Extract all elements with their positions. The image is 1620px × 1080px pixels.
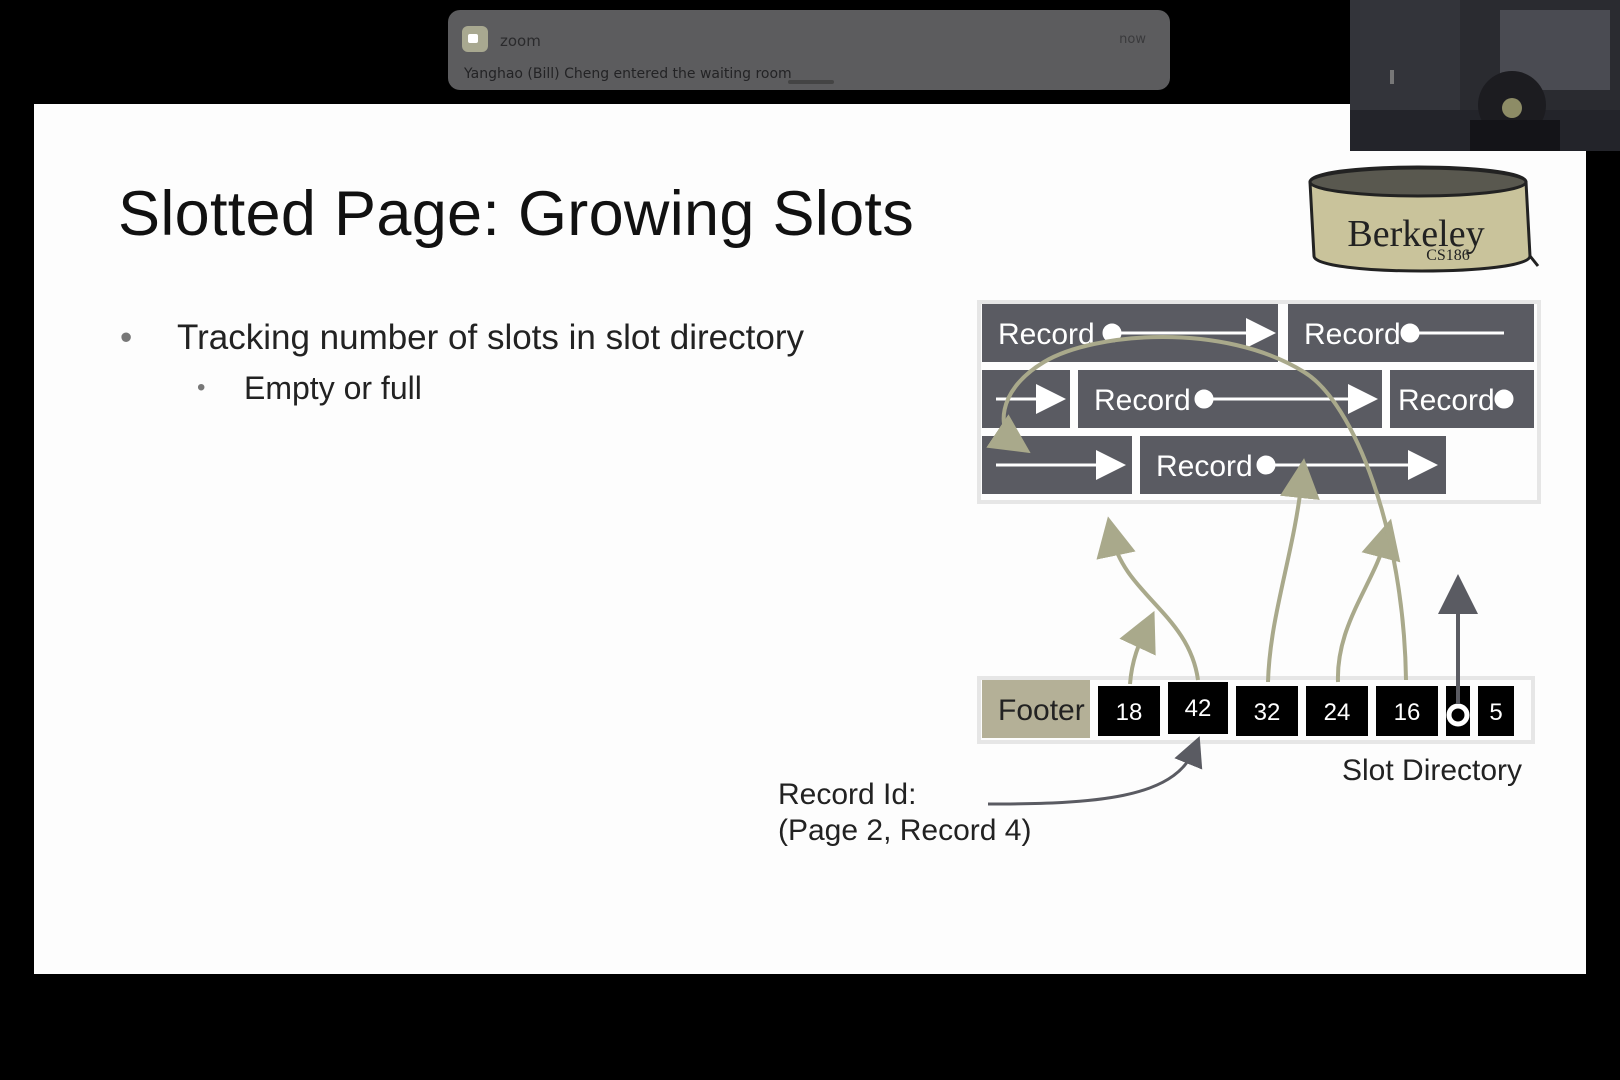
bullet-icon: • [120,318,133,357]
bullet-level-1: • Tracking number of slots in slot direc… [120,318,804,358]
slot-box [1376,686,1438,736]
slot-box [1098,686,1160,736]
bullet-icon: • [197,374,206,401]
logo-subtitle: CS186 [1426,247,1470,264]
slot-directory-label: Slot Directory [1342,754,1522,787]
notification-time: now [1119,32,1146,47]
webcam-feed [1350,0,1620,151]
bullet-level-2: • Empty or full [197,370,422,407]
record-label: Record [998,318,1095,351]
berkeley-cs186-logo: Berkeley CS186 [1308,165,1540,273]
record-label: Record [1304,318,1401,351]
slot-box [1306,686,1368,736]
free-space-pointer-icon [1446,703,1470,727]
slot-count-box [1478,686,1514,736]
bullet-text: Empty or full [244,370,422,406]
slot-box [1236,686,1298,736]
presentation-slide: Slotted Page: Growing Slots • Tracking n… [34,104,1586,974]
slot-count: 5 [1489,699,1502,726]
slot-box [1168,682,1228,734]
record-label: Record [1094,384,1191,417]
footer-block [982,680,1090,738]
notification-message: Yanghao (Bill) Cheng entered the waiting… [464,66,792,82]
slide-title: Slotted Page: Growing Slots [118,179,915,249]
record-label: Record [1156,450,1253,483]
slot-offset: 18 [1116,699,1143,726]
logo-wordmark: Berkeley [1347,213,1484,255]
slot-offset: 42 [1185,695,1212,722]
slot-offset: 32 [1254,699,1281,726]
record-id-label: Record Id: [778,778,916,811]
record-id-value: (Page 2, Record 4) [778,814,1031,847]
record-label: Record [1398,384,1495,417]
zoom-notification[interactable]: zoom now Yanghao (Bill) Cheng entered th… [448,10,1170,90]
zoom-app-icon [462,26,488,52]
footer-label: Footer [998,694,1085,727]
slot-offset: 16 [1394,699,1421,726]
slot-offset: 24 [1324,699,1351,726]
slotted-page-diagram: Record Record Record Record Record Foote… [778,300,1541,847]
bullet-text: Tracking number of slots in slot directo… [177,318,804,357]
webcam-video-thumbnail[interactable] [1350,0,1620,151]
notification-app-name: zoom [500,32,541,50]
notification-grabber[interactable] [788,80,834,84]
